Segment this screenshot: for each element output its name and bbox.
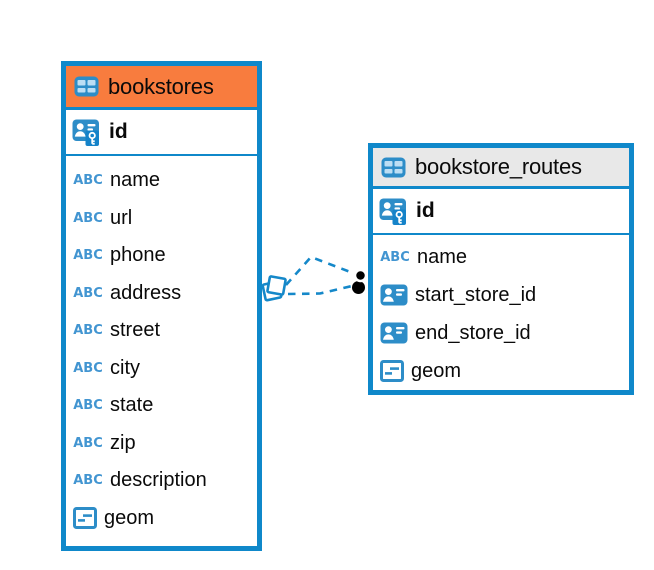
table-bookstores[interactable]: bookstores id A [61,61,262,551]
table-bookstore-routes[interactable]: bookstore_routes id [368,143,634,395]
primary-key-icon [379,197,409,226]
column-name: state [110,394,154,417]
column-name: id [416,199,435,222]
column-row-pk[interactable]: id [373,189,629,235]
column-row[interactable]: ABC state [66,387,257,425]
column-name: end_store_id [415,321,531,344]
column-name: start_store_id [415,283,537,306]
text-type-icon: ABC [73,473,103,489]
column-row[interactable]: ABC address [66,275,257,313]
table-icon [381,157,406,178]
column-row[interactable]: geom [373,352,629,390]
foreign-key-icon [380,284,408,306]
text-type-icon: ABC [73,285,103,301]
column-row[interactable]: end_store_id [373,314,629,352]
column-row[interactable]: ABC zip [66,425,257,463]
table-title: bookstore_routes [415,154,582,179]
text-type-icon: ABC [73,398,103,414]
column-name: description [110,469,207,492]
foreign-key-icon [380,322,408,344]
column-row-pk[interactable]: id [66,110,257,156]
table-bookstores-header[interactable]: bookstores [66,66,257,110]
fk-relationship-edge[interactable] [261,255,368,302]
column-name: zip [110,431,136,454]
table-icon [74,76,99,97]
relationship-line-lower[interactable] [287,284,353,296]
column-list: ABC name start_store_id [373,235,629,390]
column-name: address [110,281,182,304]
column-name: url [110,206,133,229]
table-title: bookstores [108,73,214,99]
column-name: phone [110,244,166,267]
column-name: geom [411,359,462,382]
text-type-icon: ABC [380,249,410,265]
text-type-icon: ABC [73,248,103,264]
column-name: city [110,356,140,379]
text-type-icon: ABC [73,360,103,376]
column-name: id [109,120,128,143]
column-row[interactable]: geom [66,500,257,538]
column-row[interactable]: ABC name [66,162,257,200]
column-row[interactable]: ABC url [66,200,257,238]
text-type-icon: ABC [73,173,103,189]
column-row[interactable]: ABC description [66,462,257,500]
primary-key-icon [72,118,102,147]
column-row[interactable]: ABC street [66,312,257,350]
geometry-type-icon [73,507,97,530]
column-name: street [110,319,161,342]
column-row[interactable]: ABC city [66,350,257,388]
relationship-source-anchor[interactable] [261,275,287,302]
column-row[interactable]: start_store_id [373,276,629,314]
relationship-line-upper[interactable] [285,255,354,286]
table-bookstore-routes-header[interactable]: bookstore_routes [373,148,629,189]
relationship-target-anchor[interactable] [352,268,368,294]
text-type-icon: ABC [73,323,103,339]
text-type-icon: ABC [73,435,103,451]
column-name: name [417,245,468,268]
column-name: geom [104,506,155,529]
geometry-type-icon [380,360,404,382]
text-type-icon: ABC [73,210,103,226]
column-row[interactable]: ABC name [373,238,629,276]
column-name: name [110,169,161,192]
column-list: ABC name ABC url ABC phone ABC address A… [66,156,257,537]
column-row[interactable]: ABC phone [66,237,257,275]
